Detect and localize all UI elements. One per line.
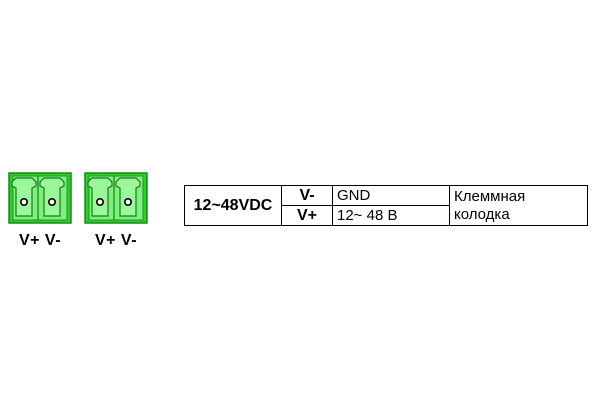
terminal-block-icon: [8, 172, 72, 224]
table-row: 12~48VDC V- GND Клеммная колодка: [184, 185, 588, 226]
connector-1-label: V+ V-: [18, 232, 62, 249]
pin-cell: V+: [281, 205, 333, 226]
description-cell: GND: [332, 185, 450, 206]
table-row: V+ 12~ 48 B: [185, 205, 588, 226]
pin-cell: V-: [281, 185, 333, 206]
terminal-block-icon: [84, 172, 148, 224]
pinout-table: 12~48VDC V- GND Клеммная колодка V+ 12~ …: [184, 185, 588, 226]
terminal-block-connector-2: [84, 172, 148, 232]
terminal-block-connector-1: [8, 172, 72, 232]
description-cell: 12~ 48 B: [332, 205, 450, 226]
connector-type-cell: Клеммная колодка: [449, 185, 588, 226]
voltage-cell: 12~48VDC: [184, 185, 282, 226]
connector-2-label: V+ V-: [94, 232, 138, 249]
